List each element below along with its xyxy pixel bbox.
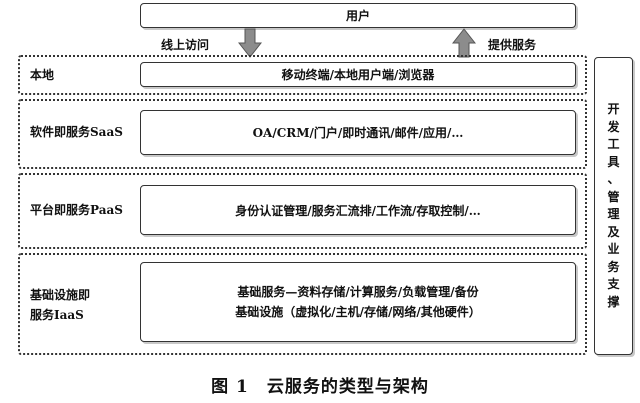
layer-saas-content: OA/CRM/门户/即时通讯/邮件/应用/… — [140, 110, 576, 155]
figure-caption: 图 1 云服务的类型与架构 — [211, 377, 429, 397]
layer-saas-label: 软件即服务SaaS — [30, 125, 123, 139]
side-panel-char: 业 — [607, 242, 620, 256]
layer-iaas — [18, 253, 587, 355]
side-panel-text: 开发工具、管理及业务支撑 — [607, 101, 619, 311]
side-panel-char: 理 — [607, 207, 620, 221]
side-panel-char: 撑 — [607, 294, 620, 309]
side-panel-char: 支 — [607, 277, 620, 291]
side-panel: 开发工具、管理及业务支撑 — [594, 57, 633, 355]
layer-paas — [18, 173, 587, 249]
provide-service-label: 提供服务 — [488, 38, 537, 52]
side-panel-char: 具 — [607, 154, 620, 169]
layer-iaas-label: 基础设施即 服务IaaS — [30, 288, 91, 322]
user-box: 用户 — [140, 3, 576, 28]
side-panel-char: 管 — [607, 189, 620, 204]
user-box-label: 用户 — [345, 9, 370, 23]
side-panel-char: 工 — [607, 137, 620, 151]
online-access-label: 线上访问 — [161, 38, 210, 52]
side-panel-char: 发 — [607, 119, 620, 134]
side-panel-char: 开 — [607, 102, 620, 116]
layer-paas-content: 身份认证管理/服务汇流排/工作流/存取控制/… — [140, 185, 576, 235]
layer-local-label: 本地 — [30, 68, 55, 82]
side-panel-char: 及 — [607, 224, 620, 239]
layer-iaas-content: 基础服务—资料存储/计算服务/负载管理/备份 基础设施（虚拟化/主机/存储/网络… — [140, 262, 576, 342]
side-panel-char: 、 — [607, 172, 620, 186]
layer-local-content: 移动终端/本地用户端/浏览器 — [140, 62, 576, 87]
down-arrow-icon — [238, 28, 262, 58]
layer-paas-label: 平台即服务PaaS — [30, 203, 123, 217]
side-panel-char: 务 — [607, 259, 620, 274]
layer-saas — [18, 99, 587, 169]
layer-local — [18, 55, 587, 95]
up-arrow-icon — [452, 28, 476, 58]
